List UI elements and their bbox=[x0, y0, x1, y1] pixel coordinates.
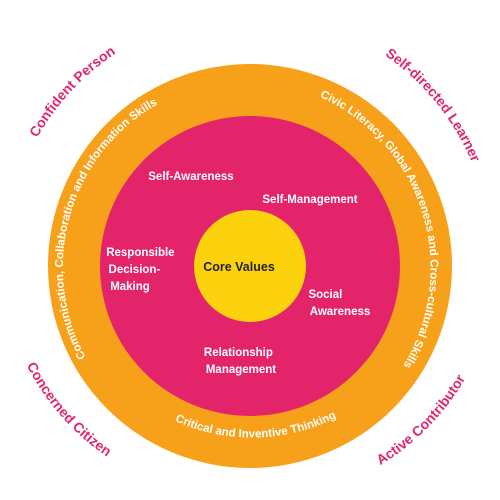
core-values-label: Core Values bbox=[203, 260, 275, 274]
competency-social-awareness: Social Awareness bbox=[308, 289, 370, 318]
competency-responsible-decision-making: Responsible Decision- Making bbox=[106, 247, 178, 293]
competency-relationship-management: Relationship Management bbox=[204, 347, 276, 376]
competency-self-management: Self-Management bbox=[262, 194, 357, 206]
competency-self-awareness: Self-Awareness bbox=[148, 171, 233, 183]
outcome-confident-person: Confident Person bbox=[26, 42, 118, 139]
core-circle bbox=[194, 210, 306, 322]
